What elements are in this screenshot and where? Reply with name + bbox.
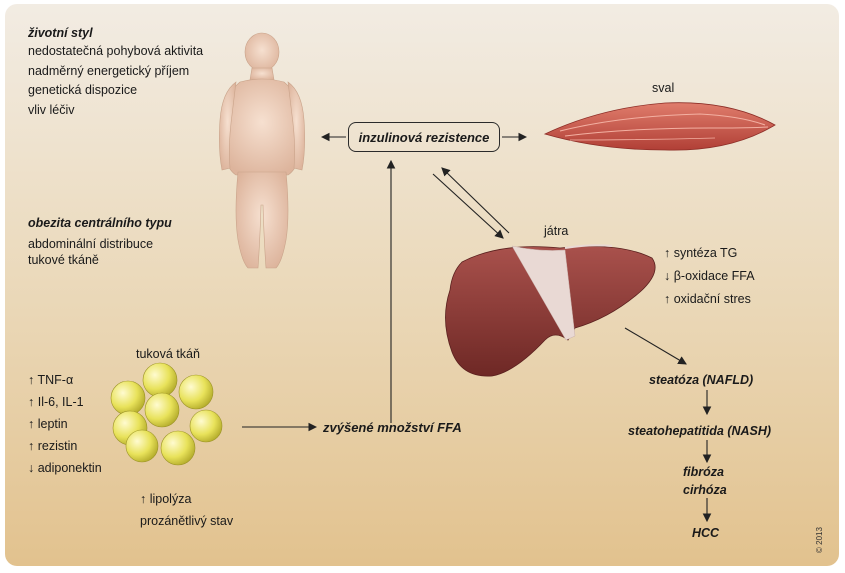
proinflammatory-text: prozánětlivý stav	[140, 514, 234, 528]
lifestyle-item: nadměrný energetický příjem	[28, 63, 190, 78]
lifestyle-item: nedostatečná pohybová aktivita	[28, 44, 204, 58]
obesity-line: abdominální distribuce	[28, 237, 154, 251]
progression-cirrhosis: cirhóza	[683, 483, 727, 497]
liver-label: játra	[544, 224, 569, 238]
lifestyle-list: nedostatečná pohybová aktivita nadměrný …	[28, 42, 203, 120]
obese-body-figure	[219, 32, 305, 269]
diagram-panel	[5, 4, 839, 566]
muscle-illustration	[543, 102, 776, 151]
adipose-marker: ↓ adiponektin	[28, 461, 102, 475]
obesity-line: tukové tkáně	[28, 253, 99, 267]
adipose-marker: ↑ Il-6, IL-1	[28, 395, 84, 409]
obesity-title: obezita centrálního typu	[28, 216, 172, 230]
lifestyle-item: vliv léčiv	[28, 102, 75, 117]
lifestyle-title: životní styl	[28, 26, 93, 40]
lifestyle-item: genetická dispozice	[28, 83, 138, 97]
liver-illustration	[445, 244, 656, 377]
insulin-resistance-box: inzulinová rezistence	[348, 122, 500, 152]
ffa-label: zvýšené množství FFA	[323, 420, 462, 435]
liver-effect: ↑ syntéza TG	[664, 246, 738, 260]
progression-nash: steatohepatitida (NASH)	[628, 424, 772, 438]
muscle-label: sval	[652, 81, 675, 95]
adipose-cells	[110, 362, 223, 466]
progression-hcc: HCC	[692, 526, 720, 540]
adipose-markers: ↑ TNF-α ↑ Il-6, IL-1 ↑ leptin ↑ rezistin…	[28, 369, 102, 479]
progression-fibrosis: fibróza	[683, 465, 724, 479]
adipose-marker: ↑ TNF-α	[28, 373, 74, 387]
insulin-resistance-label: inzulinová rezistence	[358, 129, 490, 145]
liver-effects: ↑ syntéza TG ↓ β-oxidace FFA ↑ oxidační …	[664, 242, 755, 311]
adipose-marker: ↑ rezistin	[28, 439, 78, 453]
lipolysis-text: ↑ lipolýza	[140, 492, 192, 506]
adipose-label: tuková tkáň	[136, 347, 200, 361]
copyright-signature: © 2013	[815, 527, 824, 553]
liver-effect: ↑ oxidační stres	[664, 292, 751, 306]
progression-steatosis: steatóza (NAFLD)	[649, 373, 754, 387]
adipose-marker: ↑ leptin	[28, 417, 68, 431]
arrows	[242, 132, 712, 523]
liver-effect: ↓ β-oxidace FFA	[664, 269, 755, 283]
